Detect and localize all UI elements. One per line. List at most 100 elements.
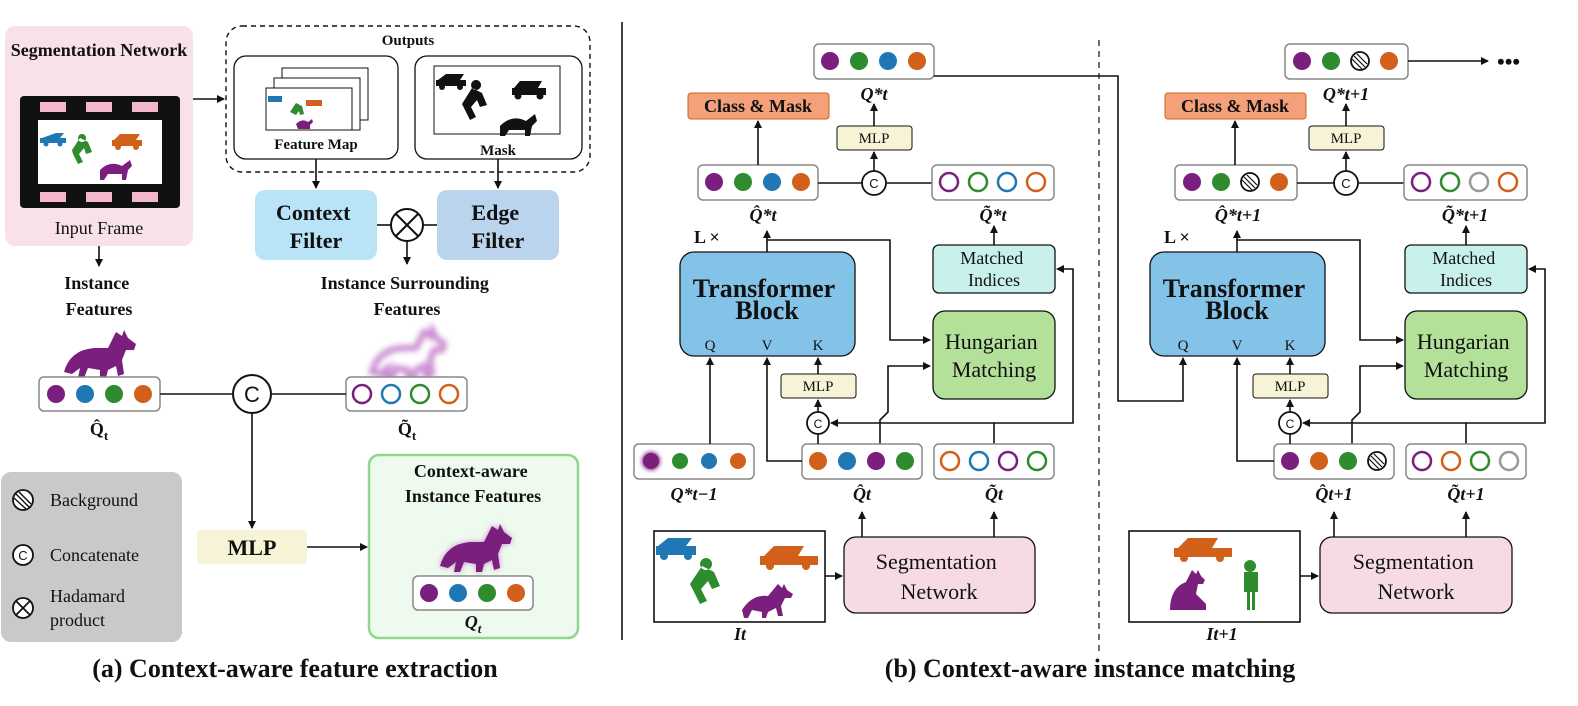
token-orange [134,385,152,403]
film-strip-icon [20,96,180,208]
frame-t1-group: Q*t+1 ••• Class & Mask MLP Q̂*t+1 C [1128,43,1546,644]
concat-symbol-top-t: C [869,176,878,191]
outputs-title: Outputs [382,33,435,49]
tilde-star-tokens-t [938,171,1047,193]
token-green [1322,52,1340,70]
mlp-top-label-t: MLP [859,131,890,147]
link-transformer-to-hungarian-t [767,239,931,344]
seg-network-line1-t1: Segmentation [1353,549,1474,574]
transformer-line2-t1: Block [1205,296,1269,325]
frame-t-group: Q*t Class & Mask MLP Q̂*t C Q̃*t L × [633,43,1074,644]
token-green [850,52,868,70]
instance-features-line1: Instance [64,273,129,293]
context-filter-box [255,190,377,260]
q-tilde-label-t: Q̃t [985,484,1004,504]
mask-label: Mask [480,143,516,159]
legend-box [1,472,182,642]
legend-hadamard-line2: product [50,610,105,630]
seg-network-title-a: Segmentation Network [11,40,187,60]
token-blue [763,173,781,191]
token-purple [1183,173,1201,191]
q-tilde-star-vector-t [931,164,1055,201]
link-to-matched-t [994,265,1074,424]
q-star-top-t [813,43,935,80]
seg-network-box-t1 [1319,536,1513,614]
background-icon [12,489,34,511]
mlp-lower-label-t: MLP [803,379,834,395]
token-purple [821,52,839,70]
legend-hadamard-label: Hadamard product [50,586,129,630]
dog-icon-glow [440,524,512,572]
seg-network-line2-t1: Network [1378,579,1455,604]
tilde-tokens-a [351,383,460,405]
instance-surrounding-label: Instance Surrounding Features [321,273,494,319]
context-aware-label: Context-aware Instance Features [405,461,541,506]
legend-hadamard-icon [12,597,34,619]
concat-symbol-top-t1: C [1341,176,1350,191]
hungarian-line1-t: Hungarian [945,329,1038,354]
q-tilde-label-a: Q̃t [398,419,417,443]
arrow-qhat-to-v-t [763,357,802,462]
token-green [734,173,752,191]
q-tilde-vector-t [933,443,1055,480]
transformer-line2-t: Block [735,296,799,325]
edge-filter-box [437,190,559,260]
transformer-label-t: Transformer Block [693,274,842,325]
q-star-top-label-t: Q*t [861,84,889,104]
legend-concat-icon [12,544,34,566]
seg-network-line2-t: Network [901,579,978,604]
class-mask-label-t: Class & Mask [704,96,812,116]
q-prev-tokens-t [642,452,746,470]
port-v-t1: V [1232,338,1243,354]
q-hat-star-label-t1: Q̂*t+1 [1215,205,1261,225]
q-vector-ca [412,575,534,611]
q-tilde-star-label-t: Q̃*t [980,205,1008,225]
port-k-t: K [813,338,824,354]
q-prev-vector-t [633,443,755,480]
outputs-box [225,25,591,173]
port-q-t1: Q [1178,338,1189,354]
matched-line2-t1: Indices [1440,270,1492,290]
caption-a: (a) Context-aware feature extraction [92,654,498,683]
transformer-line1-t: Transformer [693,274,835,303]
hungarian-line2-t1: Matching [1424,357,1508,382]
q-star-top-label-t1: Q*t+1 [1323,84,1369,104]
background-token-icon [1350,51,1370,71]
token-green [105,385,123,403]
mlp-lower-label-t1: MLP [1275,379,1306,395]
tilde-star-tokens-t1 [1410,171,1519,193]
class-mask-label-t1: Class & Mask [1181,96,1289,116]
edge-filter-line1: Edge [471,200,519,225]
context-filter-line1: Context [276,200,351,225]
q-tilde-star-label-t1: Q̃*t+1 [1442,205,1488,225]
q-hat-tokens-t [809,452,914,470]
image-label-t1: It+1 [1205,624,1237,644]
matched-line2-t: Indices [968,270,1020,290]
legend-concat-symbol: C [18,548,27,563]
token-purple [705,173,723,191]
image-box-t1 [1128,530,1301,623]
ellipsis: ••• [1497,49,1520,74]
image-icons-t [656,538,818,618]
token-orange [1380,52,1398,70]
dog-icon-outline [368,322,448,381]
context-filter-label: Context Filter [276,200,356,253]
image-icons-t1 [1170,538,1258,610]
token-orange [908,52,926,70]
q-tilde-vector-t1 [1405,443,1527,480]
image-label-t: It [733,624,747,644]
link-qstar-to-next-frame [934,75,1187,402]
hungarian-line1-t1: Hungarian [1417,329,1510,354]
hadamard-icon [390,208,424,242]
mask-icon [433,65,561,136]
context-aware-line2: Instance Features [405,486,541,506]
hungarian-box-t [932,310,1056,400]
edge-filter-label: Edge Filter [471,200,524,253]
mlp-top-label-t1: MLP [1331,131,1362,147]
q-tilde-label-t1: Q̃t+1 [1447,484,1484,504]
seg-network-line1-t: Segmentation [876,549,997,574]
transformer-line1-t1: Transformer [1163,274,1305,303]
edge-filter-line2: Filter [472,228,525,253]
instance-surrounding-line1: Instance Surrounding [321,273,489,293]
